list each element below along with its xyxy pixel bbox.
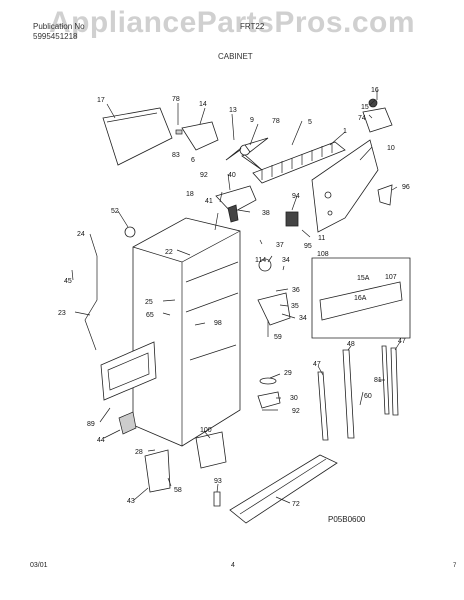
callout-92a: 92 [200,172,208,179]
part-drain-tube [84,256,98,351]
callout-114: 114 [255,257,266,264]
page-number: 4 [231,562,235,569]
part-control-box [195,431,227,469]
callout-34a: 34 [282,257,290,264]
footer-date: 03/01 [30,562,48,569]
callout-16A: 16A [354,295,367,302]
callout-93: 93 [214,478,222,485]
watermark: AppliancePartsPros.com [48,6,416,39]
model-text: FRT22 [240,22,265,31]
callout-40: 40 [228,172,236,179]
part-leveler-bracket [257,391,281,409]
callout-78b: 78 [272,118,280,125]
callout-6: 6 [191,157,195,164]
callout-44: 44 [97,437,105,444]
callout-81: 81 [374,377,382,384]
callout-17: 17 [97,97,105,104]
callout-30: 30 [290,395,298,402]
callout-78a: 78 [172,96,180,103]
part-inset-box [311,257,411,339]
callout-15: 15 [361,104,369,111]
callout-29: 29 [284,370,292,377]
callout-47b: 47 [398,338,406,345]
part-door-rails [317,345,399,441]
callout-38: 38 [262,210,270,217]
callout-28: 28 [135,449,143,456]
part-damper [215,185,257,223]
callout-98: 98 [214,320,222,327]
callout-15A: 15A [357,275,370,282]
callout-52: 52 [111,208,119,215]
callout-5: 5 [308,119,312,126]
publication-number: 5995451218 [33,32,78,41]
callout-34b: 34 [299,315,307,322]
callout-89: 89 [87,421,95,428]
part-evaporator-cover [311,139,379,233]
callout-60: 60 [364,393,372,400]
callout-36: 36 [292,287,300,294]
callout-10: 10 [387,145,395,152]
publication-label: Publication No [33,22,85,31]
callout-1: 1 [343,128,347,135]
part-bracket [377,184,393,206]
callout-83: 83 [172,152,180,159]
callout-95: 95 [304,243,312,250]
part-hinge [257,292,291,326]
part-roller-bracket [144,449,171,493]
part-control-housing [175,121,219,151]
callout-13: 13 [229,107,237,114]
callout-14: 14 [199,101,207,108]
part-fan-blade [225,137,269,171]
part-washer [259,377,277,385]
section-title: CABINET [218,52,253,61]
callout-92b: 92 [292,408,300,415]
callout-24: 24 [77,231,85,238]
callout-65: 65 [146,312,154,319]
part-screw [213,491,221,507]
callout-45: 45 [64,278,72,285]
callout-37: 37 [276,242,284,249]
callout-100: 100 [200,427,212,434]
callout-108: 108 [317,251,329,258]
part-toe-grille [100,341,157,401]
part-sensor [285,211,299,227]
callout-25: 25 [145,299,153,306]
callout-107: 107 [385,274,397,281]
callout-18: 18 [186,191,194,198]
callout-47a: 47 [313,361,321,368]
callout-11: 11 [318,235,325,242]
callout-72: 72 [292,501,300,508]
callout-16: 16 [371,87,379,94]
callout-41: 41 [205,198,213,205]
corner-mark: 7 [453,563,457,569]
part-cabinet-body [132,217,241,447]
callout-96: 96 [402,184,410,191]
part-rear-panel [102,107,173,166]
callout-48: 48 [347,341,355,348]
part-plug [124,226,136,238]
callout-74: 74 [358,115,366,122]
part-kickplate [229,454,338,524]
callout-22: 22 [165,249,173,256]
part-leveler-block [118,411,137,435]
callout-9: 9 [250,117,254,124]
callout-94: 94 [292,193,300,200]
callout-35: 35 [291,303,299,310]
callout-59: 59 [274,334,282,341]
part-evaporator-coil [252,141,346,184]
part-thermostat-assembly [362,98,393,133]
callout-43: 43 [127,498,135,505]
drawing-code: P05B0600 [328,515,366,524]
callout-23: 23 [58,310,66,317]
callout-58: 58 [174,487,182,494]
